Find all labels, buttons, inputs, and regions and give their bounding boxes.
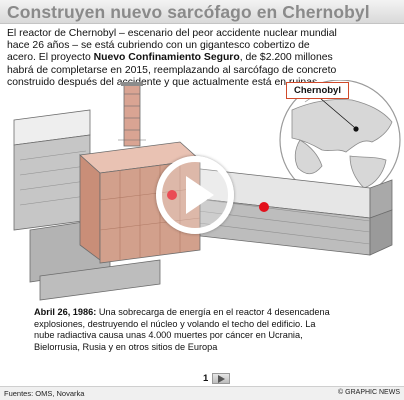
play-button[interactable]: [156, 156, 234, 234]
footer: Fuentes: OMS, Novarka © GRAPHIC NEWS: [0, 386, 404, 400]
sources-text: Fuentes: OMS, Novarka: [4, 389, 85, 398]
pager: 1: [203, 372, 231, 384]
caption-text: Una sobrecarga de energía en el reactor …: [34, 307, 330, 352]
next-page-button[interactable]: [212, 372, 231, 384]
title-bar: Construyen nuevo sarcófago en Chernobyl: [0, 0, 404, 24]
caption-date: Abril 26, 1986:: [34, 307, 97, 317]
play-icon: [186, 176, 214, 214]
ventilation-chimney: [118, 82, 146, 147]
page-number: 1: [203, 372, 209, 384]
intro-part1: El reactor de Chernobyl – escenario del …: [7, 28, 337, 64]
intro-text: El reactor de Chernobyl – escenario del …: [7, 28, 337, 89]
triangle-right-icon: [218, 374, 226, 383]
event-caption: Abril 26, 1986: Una sobrecarga de energí…: [34, 307, 334, 353]
chernobyl-map-label: Chernobyl: [286, 82, 349, 99]
turbine-marker: [259, 202, 269, 212]
page-title: Construyen nuevo sarcófago en Chernobyl: [7, 2, 370, 22]
intro-part2: , de $2.200 millones habrá de completars…: [7, 52, 337, 88]
credit-text: © GRAPHIC NEWS: [338, 389, 400, 396]
globe-map: [279, 80, 401, 201]
annex-blocks: [13, 109, 161, 301]
intro-project-name: Nuevo Confinamiento Seguro: [93, 52, 240, 64]
